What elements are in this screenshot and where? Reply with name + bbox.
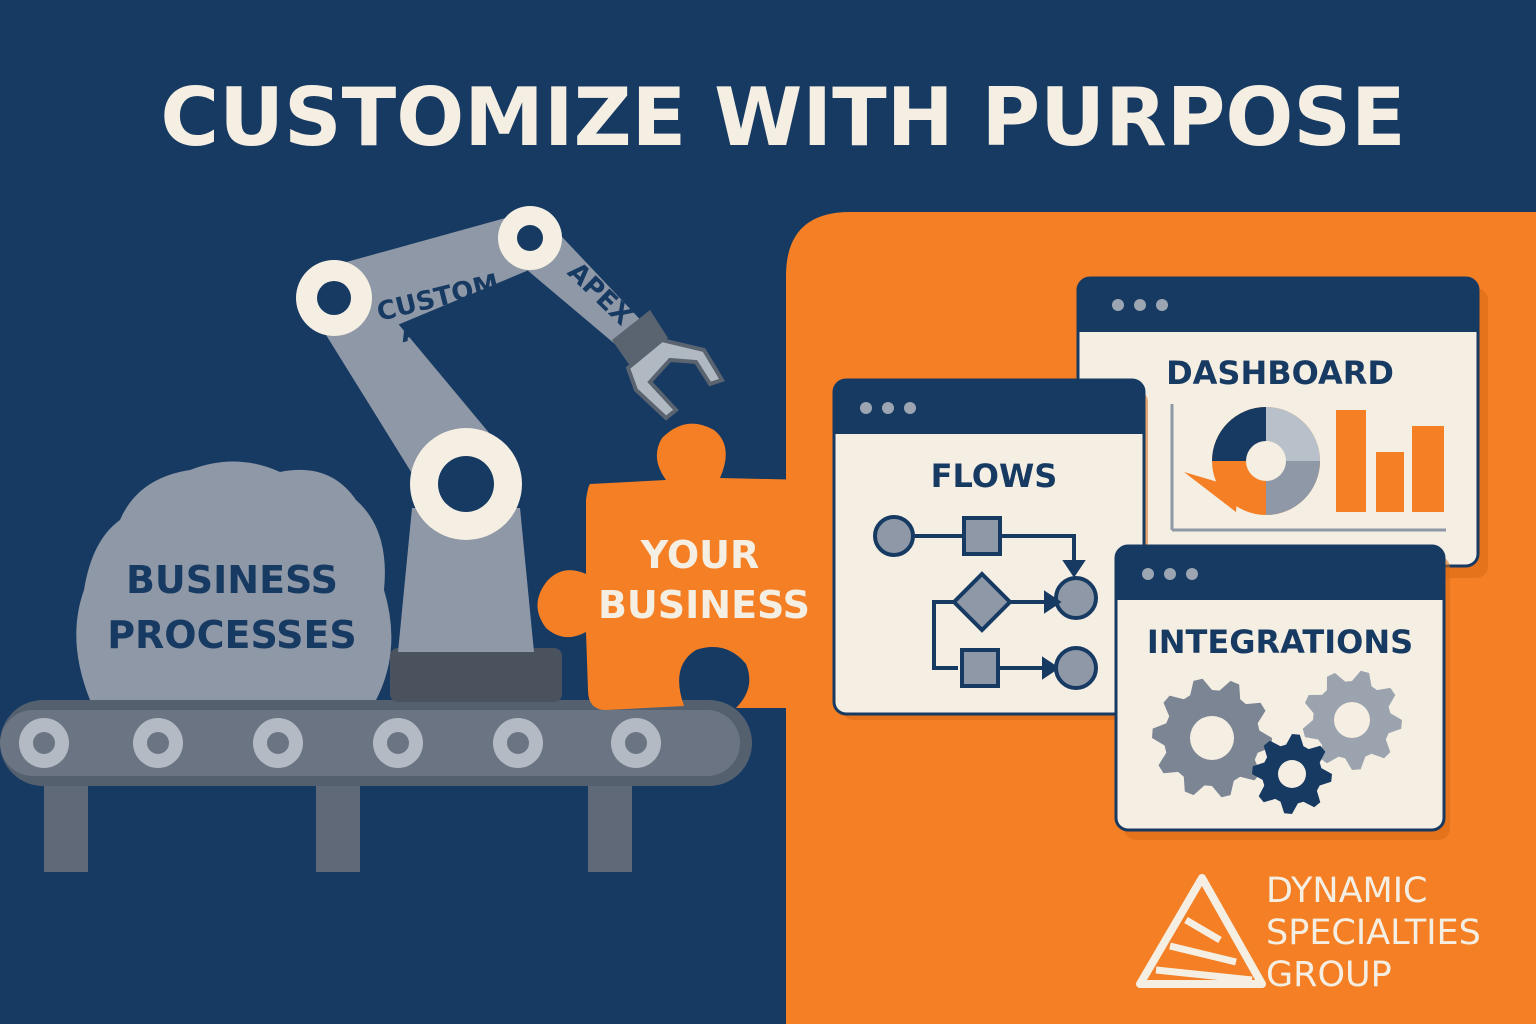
conveyor-surface	[0, 710, 740, 776]
window-titlebar	[1116, 546, 1444, 600]
logo-line2: SPECIALTIES	[1266, 913, 1481, 953]
logo-line1: DYNAMIC	[1266, 871, 1428, 911]
window-dot-icon	[1112, 299, 1124, 311]
your-business-puzzle-piece: YOUR BUSINESS	[537, 423, 881, 710]
gear-icon	[1302, 670, 1402, 770]
window-dot-icon	[1142, 568, 1154, 580]
rock-label-line2: PROCESSES	[107, 613, 357, 657]
window-titlebar	[1078, 278, 1478, 332]
dashboard-window: DASHBOARD	[1076, 276, 1488, 578]
page-title: CUSTOMIZE WITH PURPOSE	[160, 71, 1405, 164]
flowchart-icon	[873, 515, 1098, 690]
conveyor-rollers	[19, 718, 661, 768]
chart-bar	[1376, 452, 1404, 512]
window-dot-icon	[1134, 299, 1146, 311]
window-dot-icon	[1164, 568, 1176, 580]
dashboard-title: DASHBOARD	[1166, 354, 1394, 392]
robot-upper-arm	[332, 214, 548, 344]
window-dot-icon	[1156, 299, 1168, 311]
window-dot-icon	[1186, 568, 1198, 580]
conveyor-leg	[44, 780, 88, 872]
flows-title: FLOWS	[931, 457, 1058, 495]
gripper-claw-icon	[612, 310, 725, 421]
pie-chart-icon	[1184, 407, 1320, 515]
window-dot-icon	[860, 402, 872, 414]
business-processes-rock: BUSINESS PROCESSES	[76, 461, 392, 700]
gear-icon	[1152, 678, 1272, 798]
chart-bar	[1336, 410, 1366, 512]
rock-label-line1: BUSINESS	[126, 558, 338, 602]
window-dot-icon	[882, 402, 894, 414]
robot-arm: CUSTOM APEX APEX	[296, 206, 725, 702]
logo-line3: GROUP	[1266, 955, 1392, 995]
integrations-window: INTEGRATIONS	[1114, 544, 1450, 840]
conveyor-belt	[0, 700, 752, 872]
company-logo: DYNAMIC SPECIALTIES GROUP	[1136, 871, 1481, 995]
window-titlebar	[834, 380, 1144, 434]
rock-shape	[76, 461, 392, 700]
flows-window: FLOWS	[832, 378, 1148, 720]
triangle-logo-icon	[1136, 874, 1266, 988]
window-dot-icon	[904, 402, 916, 414]
puzzle-shape	[537, 423, 881, 710]
integrations-title: INTEGRATIONS	[1147, 623, 1413, 661]
robot-base-plate	[390, 648, 562, 702]
gear-icon	[1252, 734, 1332, 814]
robot-pedestal	[398, 508, 534, 652]
conveyor-leg	[316, 780, 360, 872]
puzzle-label-line1: YOUR	[640, 533, 760, 577]
chart-bar	[1412, 426, 1444, 512]
puzzle-label-line2: BUSINESS	[598, 583, 810, 627]
conveyor-leg	[588, 780, 632, 872]
